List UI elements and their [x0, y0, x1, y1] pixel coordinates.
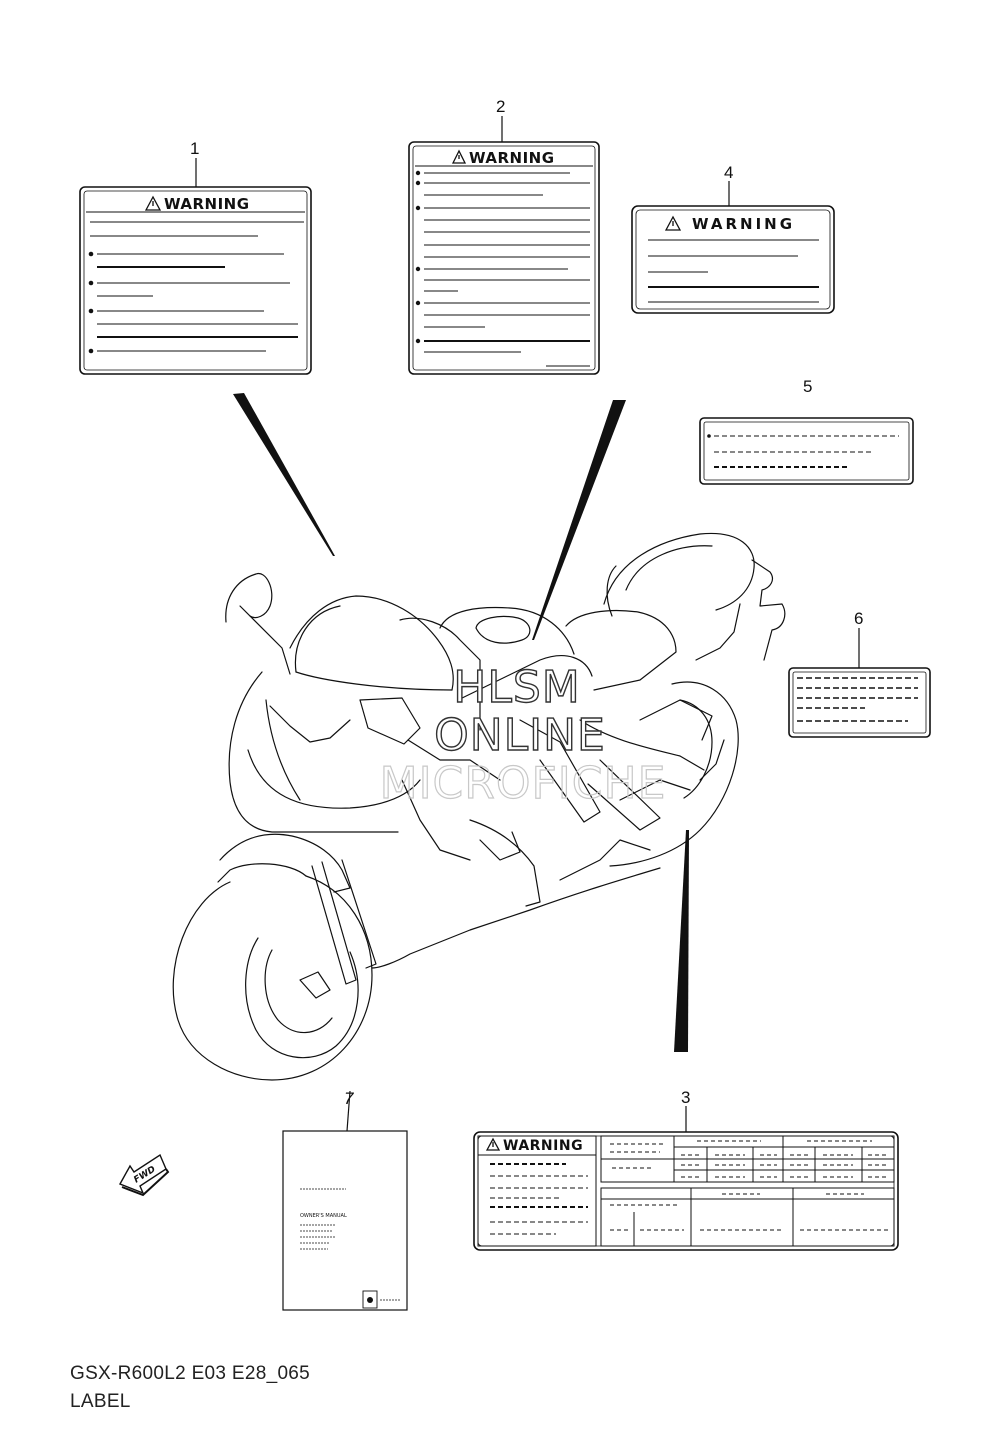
label-3-warning: WARNING [503, 1138, 583, 1154]
leader-lines [233, 393, 689, 1052]
svg-text:6: 6 [854, 609, 863, 628]
label-4-warning: WARNING [692, 215, 795, 233]
label-2-warning: WARNING [469, 149, 555, 167]
fwd-arrow-icon: FWD [118, 1153, 170, 1197]
warning-triangle-icon [451, 149, 467, 164]
motorcycle-outline [172, 532, 786, 1081]
svg-text:7: 7 [344, 1089, 354, 1108]
label-5[interactable] [699, 417, 914, 485]
svg-text:5: 5 [803, 377, 812, 396]
label-1-warning: WARNING [164, 195, 250, 213]
model-code: GSX-R600L2 E03 E28_065 [70, 1363, 311, 1384]
owners-manual[interactable]: OWNER'S MANUAL [282, 1090, 408, 1311]
svg-text:4: 4 [724, 163, 733, 182]
label-2[interactable]: WARNING [408, 116, 600, 375]
watermark: HLSM ONLINE MICROFICHE [379, 661, 667, 809]
owners-manual-title: OWNER'S MANUAL [300, 1213, 347, 1219]
svg-text:2: 2 [496, 97, 505, 116]
svg-text:ONLINE: ONLINE [434, 710, 606, 761]
svg-text:HLSM: HLSM [453, 662, 581, 713]
svg-text:1: 1 [190, 139, 199, 158]
section-title: LABEL [70, 1391, 131, 1412]
label-4[interactable]: WARNING [631, 181, 835, 314]
label-6[interactable] [788, 628, 931, 738]
warning-triangle-icon [485, 1137, 501, 1151]
brand-logo-icon [367, 1297, 373, 1303]
label-3[interactable]: WARNING [473, 1106, 899, 1251]
svg-text:MICROFICHE: MICROFICHE [380, 758, 667, 809]
label-1[interactable]: WARNING [79, 158, 312, 375]
warning-triangle-icon [664, 215, 682, 231]
callouts: 1 2 3 4 5 6 7 [190, 97, 863, 1108]
warning-triangle-icon [144, 195, 162, 211]
svg-text:3: 3 [681, 1088, 690, 1107]
